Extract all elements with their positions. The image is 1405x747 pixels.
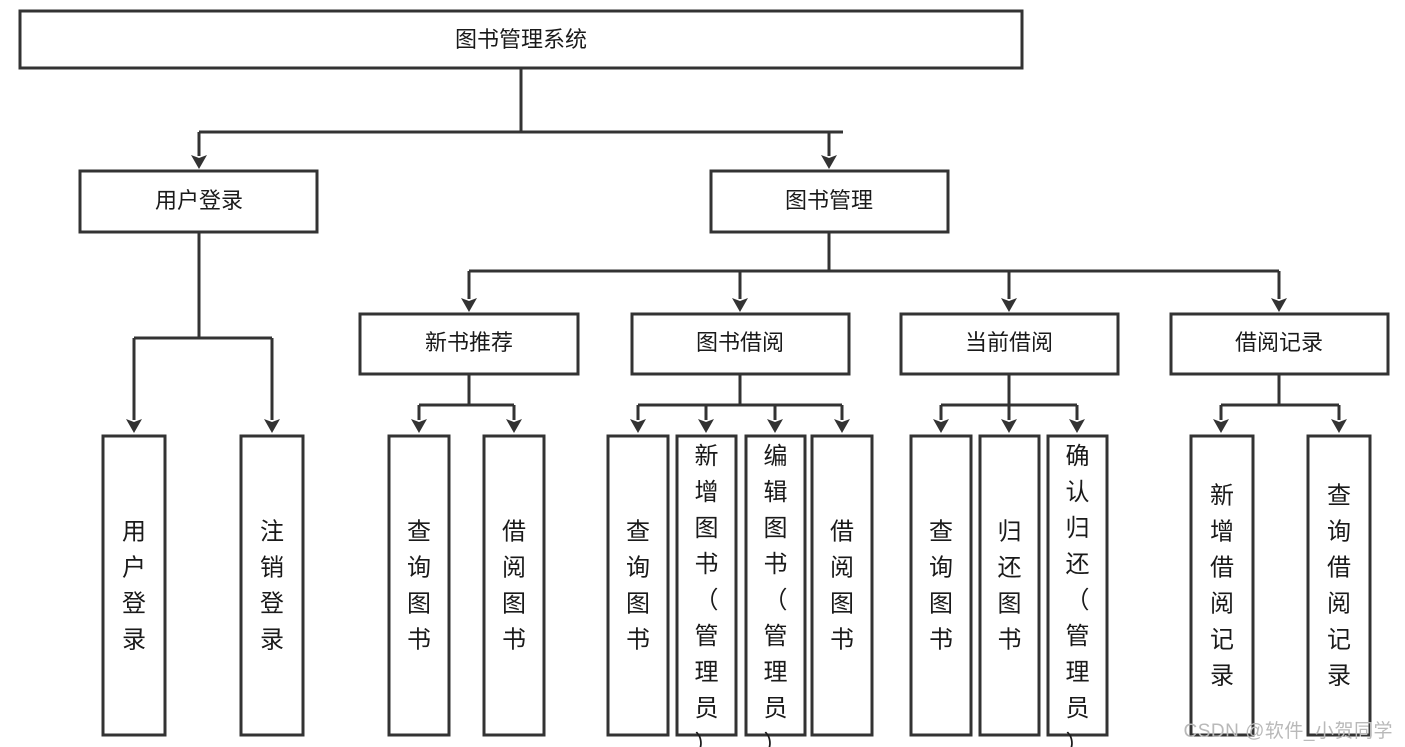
node-leaf-query-book-2-label: 查询图书 (626, 518, 650, 653)
node-user-login-label: 用户登录 (155, 188, 243, 213)
node-leaf-query-record[interactable] (1306, 434, 1372, 737)
node-book-borrow-label: 图书借阅 (696, 330, 784, 355)
node-leaf-confirm-return[interactable] (1046, 434, 1109, 737)
node-leaf-add-record[interactable] (1189, 434, 1255, 737)
node-root-label: 图书管理系统 (455, 27, 587, 52)
edge-newbook-to-leaves (411, 374, 522, 433)
node-leaf-confirm-return-label: 确认归还（管理员） (1066, 443, 1090, 747)
node-leaf-user-login-label: 用户登录 (122, 518, 146, 653)
node-leaf-return-book[interactable] (978, 434, 1041, 737)
node-leaf-query-book-3-label: 查询图书 (929, 518, 953, 653)
node-leaf-query-book-1-label: 查询图书 (407, 518, 431, 653)
node-leaf-add-book-label: 新增图书（管理员） (695, 443, 719, 747)
node-user-login[interactable]: 用户登录 (78, 169, 319, 234)
node-root[interactable]: 图书管理系统 (18, 9, 1024, 70)
node-leaf-query-book-2[interactable] (606, 434, 670, 737)
csdn-watermark: CSDN @软件_小贺同学 (1183, 721, 1393, 742)
node-leaf-add-record-label: 新增借阅记录 (1210, 482, 1234, 689)
edge-bookmanage-to-level3 (461, 232, 1287, 312)
node-new-book-rec-label: 新书推荐 (425, 330, 513, 355)
node-book-manage-label: 图书管理 (785, 188, 873, 213)
node-borrow-record[interactable]: 借阅记录 (1169, 312, 1390, 376)
node-current-borrow[interactable]: 当前借阅 (899, 312, 1120, 376)
node-leaf-borrow-book-1-label: 借阅图书 (502, 518, 526, 653)
node-leaf-edit-book-label: 编辑图书（管理员） (764, 443, 788, 747)
node-book-manage[interactable]: 图书管理 (709, 169, 950, 234)
leaf-labels-layer: 用户登录 注销登录 查询图书 借阅图书 查询图书 新增图书（管理员） 编辑图书（管理员） 借阅… (122, 443, 1351, 747)
node-book-borrow[interactable]: 图书借阅 (630, 312, 851, 376)
edge-currentborrow-to-leaves (933, 374, 1085, 433)
node-leaf-edit-book[interactable] (744, 434, 807, 737)
node-new-book-rec[interactable]: 新书推荐 (358, 312, 580, 376)
node-leaf-query-book-3[interactable] (909, 434, 973, 737)
node-leaf-borrow-book-2[interactable] (810, 434, 874, 737)
node-leaf-borrow-book-1[interactable] (482, 434, 546, 737)
connectors-layer (126, 68, 1347, 433)
edge-borrowrecord-to-leaves (1213, 374, 1347, 433)
node-leaf-return-book-label: 归还图书 (998, 518, 1022, 653)
node-current-borrow-label: 当前借阅 (965, 330, 1053, 355)
node-borrow-record-label: 借阅记录 (1235, 330, 1323, 355)
edge-bookborrow-to-leaves (630, 374, 850, 433)
node-leaf-query-record-label: 查询借阅记录 (1327, 482, 1351, 689)
node-leaf-add-book[interactable] (675, 434, 738, 737)
node-leaf-user-login[interactable] (101, 434, 167, 737)
node-leaf-user-logout-label: 注销登录 (260, 518, 284, 653)
node-leaf-borrow-book-2-label: 借阅图书 (830, 518, 854, 653)
node-leaf-query-book-1[interactable] (387, 434, 451, 737)
edge-root-to-level2 (191, 68, 843, 169)
node-leaf-user-logout[interactable] (239, 434, 305, 737)
edge-userlogin-to-leaves (126, 232, 280, 433)
